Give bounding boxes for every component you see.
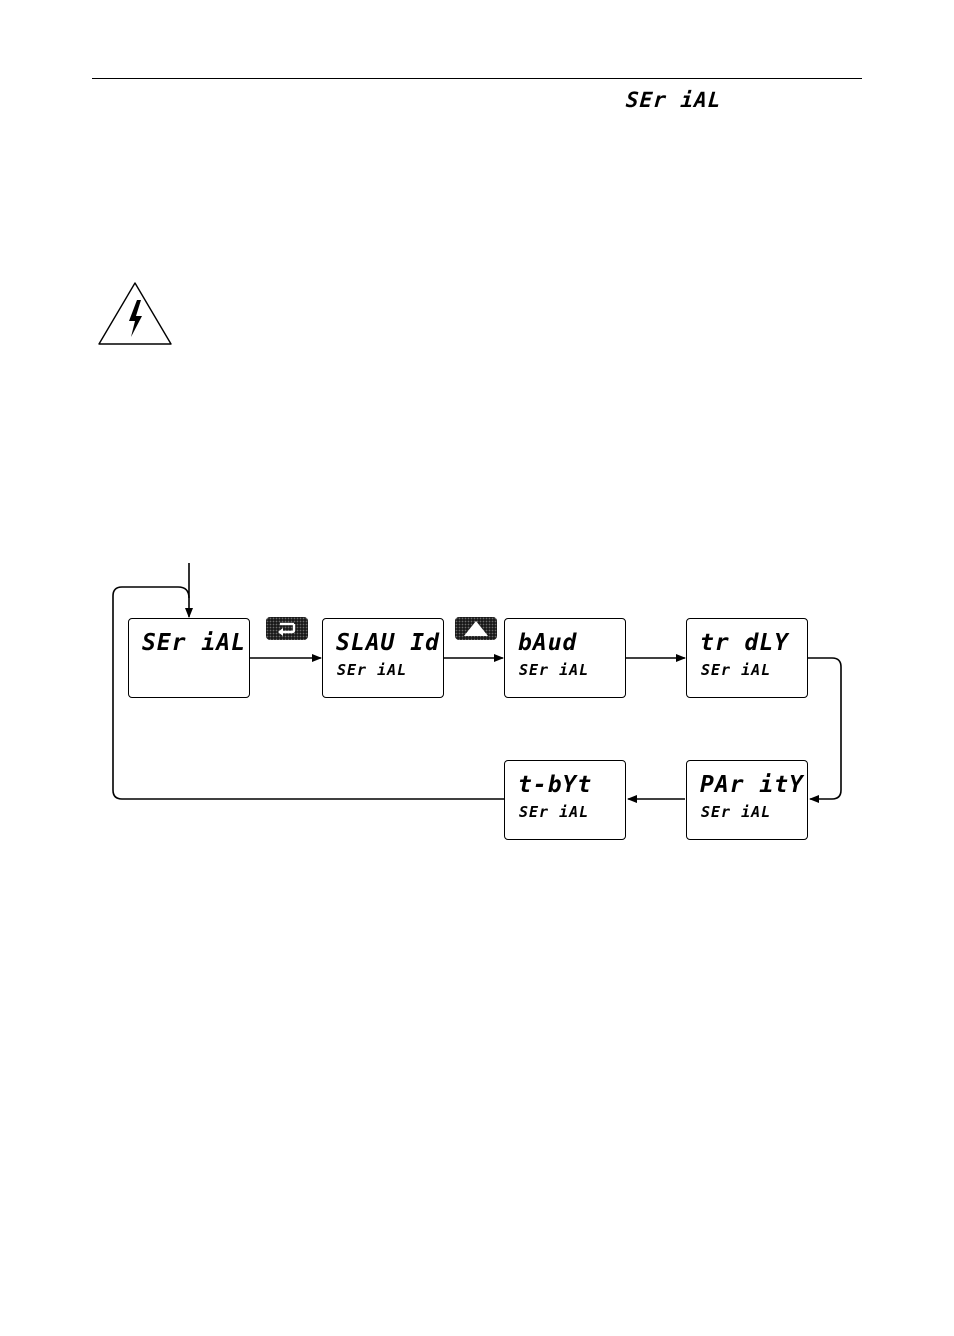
menu-box-slave-id: SLAU Id SEr iAL xyxy=(322,618,444,698)
menu-box-t-byte: t-bYt SEr iAL xyxy=(504,760,626,840)
menu-box-parity: PAr itY SEr iAL xyxy=(686,760,808,840)
menu-box-sub-label: SEr iAL xyxy=(701,803,772,821)
arrow-tr-delay-to-parity xyxy=(808,657,842,803)
menu-box-main-label: bAud xyxy=(518,630,578,656)
loop-back-path xyxy=(112,586,505,800)
menu-box-main-label: tr dLY xyxy=(700,630,790,656)
header-rule xyxy=(92,78,862,79)
menu-box-serial: SEr iAL xyxy=(128,618,250,698)
menu-box-main-label: t-bYt xyxy=(518,772,593,798)
menu-box-sub-label: SEr iAL xyxy=(519,803,590,821)
menu-box-baud: bAud SEr iAL xyxy=(504,618,626,698)
menu-box-sub-label: SEr iAL xyxy=(701,661,772,679)
menu-box-main-label: PAr itY xyxy=(700,772,804,798)
enter-key-icon xyxy=(266,617,308,640)
menu-box-main-label: SLAU Id xyxy=(336,630,440,656)
menu-box-sub-label: SEr iAL xyxy=(519,661,590,679)
menu-box-main-label: SEr iAL xyxy=(142,630,246,656)
menu-box-sub-label: SEr iAL xyxy=(337,661,408,679)
menu-box-tr-delay: tr dLY SEr iAL xyxy=(686,618,808,698)
electrical-hazard-warning-icon xyxy=(98,282,172,345)
up-arrow-key-icon xyxy=(455,617,497,640)
